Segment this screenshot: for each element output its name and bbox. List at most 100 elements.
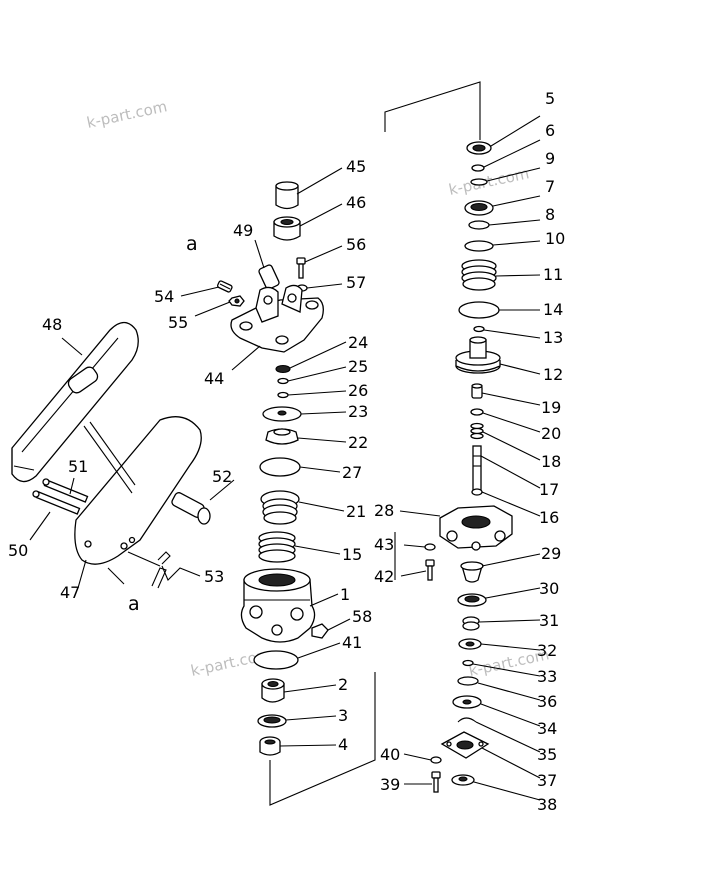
pedal-pad (11, 321, 139, 483)
callout-42: 42 (374, 567, 394, 586)
callout-57: 57 (346, 273, 366, 292)
right-valve-stack (424, 141, 513, 793)
watermark: k-part.com (85, 97, 169, 132)
o-ring-bottom (253, 650, 299, 670)
bolt (431, 771, 441, 793)
callout-26: 26 (348, 381, 368, 400)
callout-46: 46 (346, 193, 366, 212)
lock-nut (228, 295, 245, 307)
callout-5: 5 (545, 89, 555, 108)
coil-spring (258, 531, 296, 563)
callout-36: 36 (537, 692, 557, 711)
washer (277, 377, 289, 385)
callout-38: 38 (537, 795, 557, 814)
callout-3: 3 (338, 706, 348, 725)
snap-ring (277, 391, 289, 399)
boot (451, 774, 475, 786)
seal (257, 714, 287, 728)
callout-34: 34 (537, 719, 557, 738)
callout-16: 16 (539, 508, 559, 527)
leader-lines (29, 115, 541, 801)
callout-6: 6 (545, 121, 555, 140)
plate (452, 695, 482, 709)
callout-37: 37 (537, 771, 557, 790)
callout-8: 8 (545, 205, 555, 224)
small-o-ring (473, 325, 485, 333)
callout-41: 41 (342, 633, 362, 652)
dust-cap (466, 141, 492, 155)
backup-ring (468, 220, 490, 230)
callout-58: 58 (352, 607, 372, 626)
callout-31: 31 (539, 611, 559, 630)
callout-56: 56 (346, 235, 366, 254)
spring-and-seat (260, 490, 300, 525)
snap-ring (464, 240, 494, 252)
callout-22: 22 (348, 433, 368, 452)
assembly-bracket-lines (269, 81, 481, 806)
spool (471, 445, 483, 496)
callout-21: 21 (346, 502, 366, 521)
callout-27: 27 (342, 463, 362, 482)
callout-2: 2 (338, 675, 348, 694)
callout-9: 9 (545, 149, 555, 168)
seal (457, 593, 487, 607)
bushing (462, 616, 480, 631)
watermark: k-part.com (447, 164, 531, 199)
callout-45: 45 (346, 157, 366, 176)
callout-15: 15 (342, 545, 362, 564)
callout-17: 17 (539, 480, 559, 499)
o-ring (462, 659, 474, 667)
callout-54: 54 (154, 287, 174, 306)
callout-51: 51 (68, 457, 88, 476)
top-bracket-line (384, 81, 481, 140)
plug (311, 623, 329, 639)
callout-20: 20 (541, 424, 561, 443)
callout-24: 24 (348, 333, 368, 352)
bottom-bracket-line (269, 672, 376, 806)
callout-53: 53 (204, 567, 224, 586)
spool-housing (439, 505, 513, 551)
callout-25: 25 (348, 357, 368, 376)
callout-4: 4 (338, 735, 348, 754)
valve-body (240, 568, 316, 643)
callout-18: 18 (541, 452, 561, 471)
bushing (273, 216, 301, 241)
pedal-assembly (11, 321, 211, 589)
callout-39: 39 (380, 775, 400, 794)
pin-pair (32, 478, 89, 515)
oil-seal (464, 200, 494, 216)
retainer (265, 428, 299, 445)
cover-plate (440, 731, 490, 759)
callout-11: 11 (543, 265, 563, 284)
lower-bushing (259, 736, 281, 756)
plunger (460, 561, 484, 583)
reference-letter: a (186, 233, 198, 255)
callout-12: 12 (543, 365, 563, 384)
set-screw (216, 280, 233, 293)
roller (258, 264, 280, 290)
spring-pin (471, 383, 483, 399)
callout-52: 52 (212, 467, 232, 486)
washer (470, 408, 484, 416)
callout-23: 23 (348, 402, 368, 421)
o-ring (471, 164, 485, 172)
piston (455, 336, 501, 374)
callout-10: 10 (545, 229, 565, 248)
callout-40: 40 (380, 745, 400, 764)
shaft-pin (171, 492, 211, 525)
callout-33: 33 (537, 667, 557, 686)
callout-1: 1 (340, 585, 350, 604)
callout-44: 44 (204, 369, 224, 388)
callout-29: 29 (541, 544, 561, 563)
callout-28: 28 (374, 501, 394, 520)
reference-letter: a (128, 593, 140, 615)
inner-spring (470, 422, 484, 440)
o-ring-large (259, 457, 301, 477)
callout-32: 32 (537, 641, 557, 660)
snap-ring (457, 717, 477, 723)
callout-13: 13 (543, 328, 563, 347)
callout-numbers: 1 2 3 4 5 6 7 9 8 10 11 12 13 14 15 16 1… (8, 89, 565, 814)
callout-35: 35 (537, 745, 557, 764)
